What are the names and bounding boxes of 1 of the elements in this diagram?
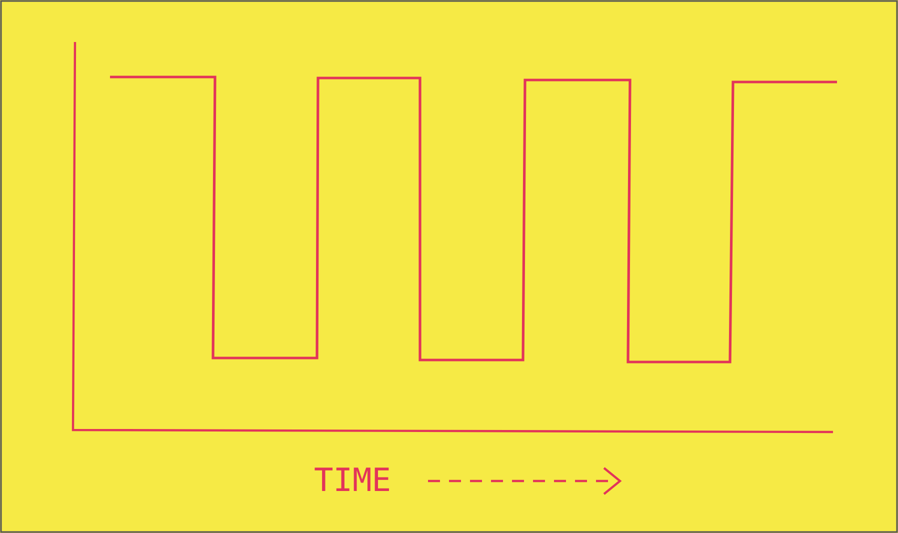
axis-label: TIME [314, 462, 392, 498]
